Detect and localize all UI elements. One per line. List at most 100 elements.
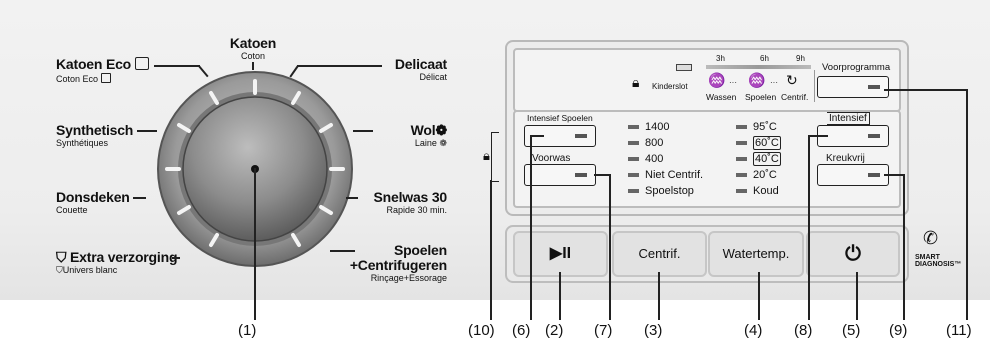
time-9h: 9h	[796, 54, 805, 63]
program-synthetisch-label: Synthetisch	[56, 122, 134, 138]
intensief-spoelen-button[interactable]	[524, 125, 596, 147]
leader-line	[346, 197, 358, 199]
leader-line	[353, 130, 373, 132]
voorprogramma-label: Voorprogramma	[822, 62, 891, 73]
indicator-led	[868, 85, 880, 89]
callout-line-4	[758, 272, 760, 320]
temp-option: 20˚C	[736, 170, 777, 181]
callout-line-5	[856, 272, 858, 320]
callout-line-11h	[884, 89, 967, 91]
child-lock-icon: 🔒︎	[483, 148, 490, 164]
indicator-led	[575, 173, 587, 177]
program-donsdeken-label: Donsdeken	[56, 189, 130, 205]
callout-3: (3)	[644, 322, 663, 339]
kreukvrij-button[interactable]	[817, 164, 889, 186]
temp-option: 95˚C	[736, 122, 777, 133]
callout-line-2	[559, 272, 561, 320]
dots: ···	[729, 78, 737, 87]
program-delicaat: Delicaat Délicat	[389, 57, 447, 82]
diagnosis-text: DIAGNOSIS™	[915, 261, 962, 269]
callout-line-8	[808, 135, 810, 320]
spin-option: 400	[628, 154, 663, 165]
power-button[interactable]: ⏻	[806, 231, 900, 277]
program-extra-sub: Univers blanc	[62, 265, 118, 275]
spin-800: 800	[645, 137, 664, 149]
eco-square-icon	[134, 57, 149, 70]
callout-10: (10)	[468, 322, 495, 339]
time-3h: 3h	[716, 54, 725, 63]
callout-9: (9)	[889, 322, 908, 339]
program-katoen-label: Katoen	[229, 35, 277, 51]
indicator-led	[868, 134, 880, 138]
shirt-icon: ⛉	[56, 249, 67, 265]
kreukvrij-label: Kreukvrij	[826, 153, 865, 164]
program-snelwas-label: Snelwas 30	[373, 189, 448, 205]
program-extra-verzorging: ⛉ Extra verzorging ⛉Univers blanc	[56, 250, 177, 275]
callout-line-3	[658, 272, 660, 320]
program-spoelen-label1: Spoelen	[393, 242, 447, 258]
program-katoen-eco: Katoen Eco Coton Eco	[56, 57, 149, 84]
watertemp-button[interactable]: Watertemp.	[708, 231, 804, 277]
intensief-spoelen-label: Intensief Spoelen	[527, 113, 593, 123]
smart-text: SMART	[915, 254, 940, 261]
program-spoelen: Spoelen +Centrifugeren Rinçage+Essorage	[330, 243, 447, 283]
program-spoelen-sub: Rinçage+Essorage	[370, 273, 447, 283]
callout-line-8h	[808, 135, 828, 137]
temp-20: 20˚C	[753, 169, 777, 181]
callout-line-6h	[530, 135, 544, 137]
program-snelwas: Snelwas 30 Rapide 30 min.	[360, 189, 448, 215]
program-katoen-sub: Coton	[240, 51, 266, 61]
spoelen-label: Spoelen	[745, 92, 777, 102]
callout-line-9h	[884, 174, 904, 176]
program-spoelen-label2: +Centrifugeren	[349, 257, 447, 273]
centrif-label: Centrif.	[781, 92, 809, 102]
temp-60: 60˚C	[753, 136, 781, 150]
leader-line	[137, 130, 157, 132]
program-wol-label: Wol	[410, 122, 436, 138]
callout-line-7h	[594, 174, 610, 176]
spin-option: Spoelstop	[628, 186, 694, 197]
centrif-button[interactable]: Centrif.	[612, 231, 707, 277]
wool-small-icon: ❁	[439, 138, 447, 148]
leader-line	[154, 65, 200, 67]
spin-option: 800	[628, 138, 663, 149]
intensief-button[interactable]	[817, 125, 889, 147]
leader-line	[297, 65, 382, 67]
voorwas-button[interactable]	[524, 164, 596, 186]
temp-95: 95˚C	[753, 121, 777, 133]
spin-niet: Niet Centrif.	[645, 169, 704, 181]
callout-line-9	[903, 174, 905, 320]
callout-7: (7)	[594, 322, 613, 339]
callout-8: (8)	[794, 322, 813, 339]
eco-square-small-icon	[100, 73, 111, 83]
callout-4: (4)	[744, 322, 763, 339]
voorwas-label: Voorwas	[532, 153, 571, 164]
leader-line	[252, 62, 254, 70]
spin-icon: ↻	[786, 72, 798, 88]
indicator-led	[868, 173, 880, 177]
program-donsdeken: Donsdeken Couette	[56, 190, 130, 215]
callout-line-7	[609, 174, 611, 320]
callout-5: (5)	[842, 322, 861, 339]
spin-1400: 1400	[645, 121, 670, 133]
callout-1: (1)	[238, 322, 257, 339]
temp-option: 60˚C	[736, 136, 781, 150]
dots: ···	[770, 78, 778, 87]
callout-2: (2)	[545, 322, 564, 339]
callout-line-6	[530, 135, 532, 320]
lock-icon: 🔒︎	[632, 74, 640, 90]
smart-diagnosis-icon: ✆	[923, 228, 939, 248]
temp-option: 40˚C	[736, 152, 781, 166]
leader-line	[330, 250, 355, 252]
temp-40: 40˚C	[753, 152, 781, 166]
indicator-led	[575, 134, 587, 138]
program-delicaat-sub: Délicat	[419, 72, 447, 82]
callout-6: (6)	[512, 322, 531, 339]
program-snelwas-sub: Rapide 30 min.	[386, 205, 447, 215]
kinderslot-label: Kinderslot	[652, 82, 688, 91]
program-synthetisch: Synthetisch Synthétiques	[56, 123, 133, 148]
start-pause-button[interactable]: ▶II	[513, 231, 608, 277]
program-extra-label: Extra verzorging	[70, 249, 178, 265]
program-donsdeken-sub: Couette	[56, 205, 88, 215]
voorprogramma-button[interactable]	[817, 76, 889, 98]
